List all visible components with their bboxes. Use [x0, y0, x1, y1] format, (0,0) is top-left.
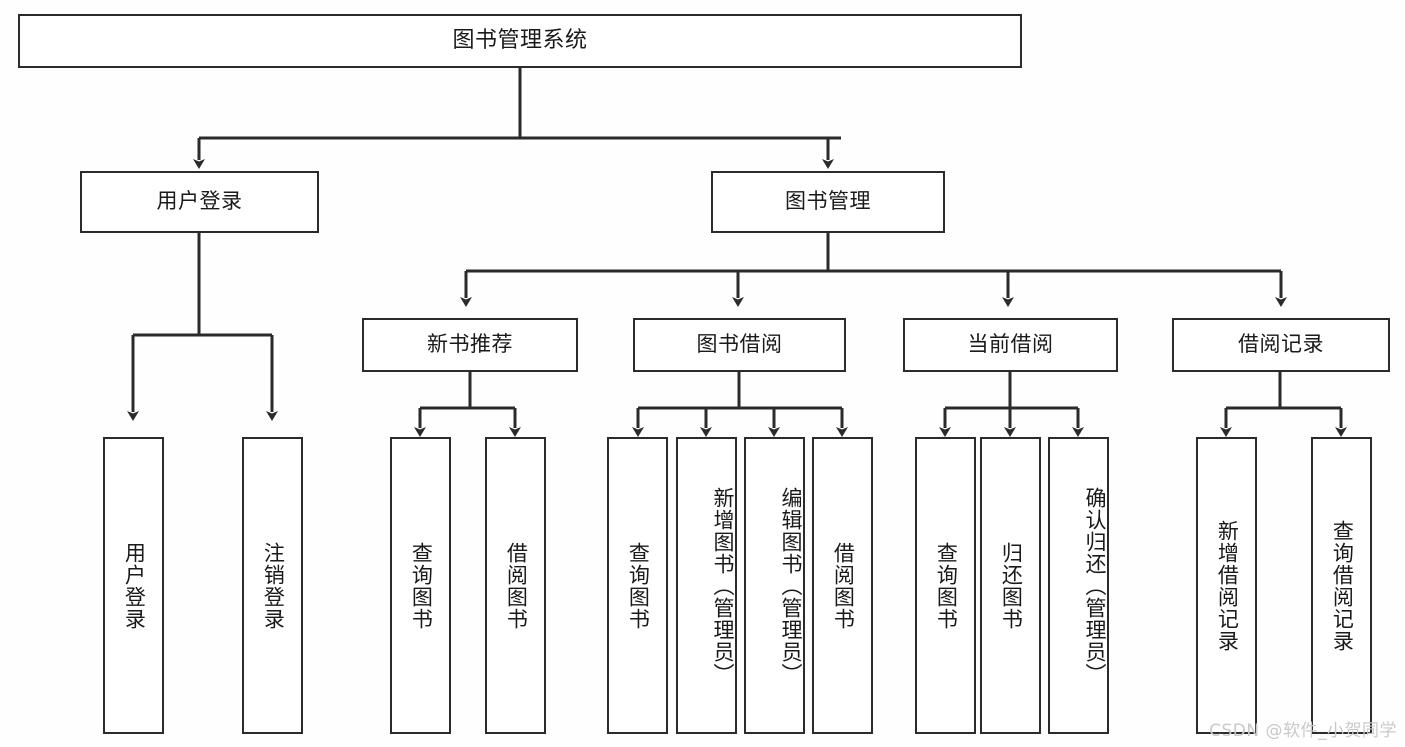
- node-label: 借阅记录: [1238, 332, 1324, 357]
- node-label: 确认归还（管理员）: [1083, 486, 1107, 685]
- node-label: 新书推荐: [427, 332, 513, 357]
- node-label: 借阅图书: [831, 541, 856, 630]
- node-label: 用户登录: [156, 189, 243, 214]
- node-label: 查询图书: [626, 541, 651, 630]
- node-leaf-add-borrow-record[interactable]: 新增借阅记录: [1196, 437, 1257, 734]
- node-label: 归还图书: [999, 541, 1024, 630]
- node-label: 图书借阅: [696, 332, 783, 357]
- node-leaf-query-book-borrow[interactable]: 查询图书: [607, 437, 668, 734]
- node-root-book-management-system[interactable]: 图书管理系统: [18, 14, 1022, 68]
- node-label: 当前借阅: [967, 332, 1054, 357]
- node-leaf-return-book[interactable]: 归还图书: [980, 437, 1041, 734]
- node-leaf-query-book-current[interactable]: 查询图书: [915, 437, 976, 734]
- node-leaf-borrow-book[interactable]: 借阅图书: [812, 437, 873, 734]
- node-leaf-borrow-book-recommend[interactable]: 借阅图书: [485, 437, 546, 734]
- node-leaf-query-borrow-record[interactable]: 查询借阅记录: [1311, 437, 1372, 734]
- node-label: 查询图书: [934, 541, 959, 630]
- node-user-login[interactable]: 用户登录: [80, 171, 319, 233]
- node-label: 新增图书（管理员）: [711, 486, 735, 685]
- node-book-borrow[interactable]: 图书借阅: [633, 318, 846, 372]
- node-borrow-record[interactable]: 借阅记录: [1172, 318, 1390, 372]
- node-leaf-confirm-return-admin[interactable]: 确认归还（管理员）: [1048, 437, 1109, 734]
- node-label: 注销登录: [261, 541, 286, 630]
- node-label: 用户登录: [122, 541, 147, 630]
- node-leaf-user-login[interactable]: 用户登录: [103, 437, 164, 734]
- node-new-book-recommend[interactable]: 新书推荐: [362, 318, 578, 372]
- node-label: 图书管理系统: [452, 27, 588, 53]
- node-book-management[interactable]: 图书管理: [711, 171, 945, 233]
- node-leaf-query-book-recommend[interactable]: 查询图书: [390, 437, 451, 734]
- node-current-borrow[interactable]: 当前借阅: [903, 318, 1118, 372]
- node-leaf-edit-book-admin[interactable]: 编辑图书（管理员）: [744, 437, 805, 734]
- node-label: 查询借阅记录: [1330, 519, 1355, 652]
- node-label: 编辑图书（管理员）: [779, 486, 803, 685]
- node-label: 查询图书: [409, 541, 434, 630]
- watermark-csdn: CSDN @软件_小贺同学: [1209, 721, 1397, 741]
- node-label: 新增借阅记录: [1215, 519, 1240, 652]
- node-label: 图书管理: [785, 189, 871, 214]
- node-leaf-logout[interactable]: 注销登录: [242, 437, 303, 734]
- node-leaf-add-book-admin[interactable]: 新增图书（管理员）: [676, 437, 737, 734]
- node-label: 借阅图书: [504, 541, 529, 630]
